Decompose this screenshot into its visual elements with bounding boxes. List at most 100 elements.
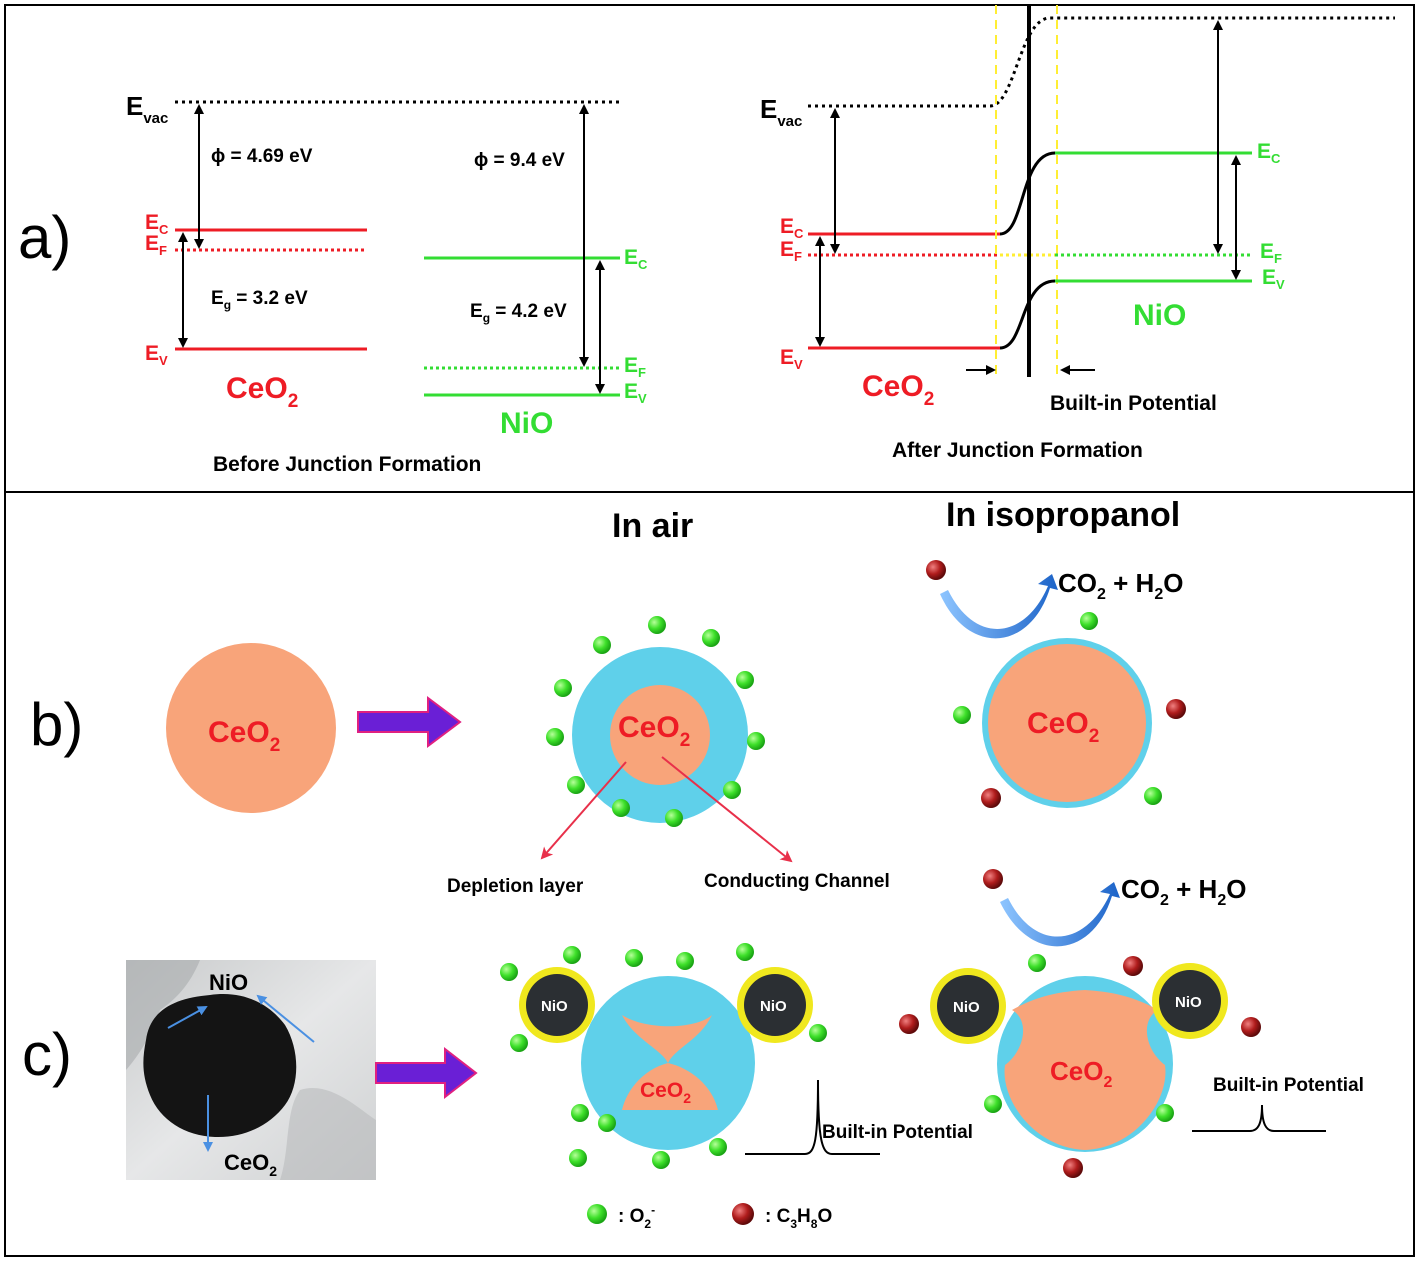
after-nio-ef-label: EF (1260, 240, 1282, 266)
o2-ion (809, 1024, 827, 1042)
c3h8o-molecule (1166, 699, 1186, 719)
o2-ion (567, 776, 585, 794)
nio-core-iso-left (937, 975, 999, 1037)
depletion-label: Depletion layer (447, 876, 584, 897)
o2-ion (625, 949, 643, 967)
air-composite: CeO2 NiO NiO Built-in Potential (500, 943, 973, 1169)
reaction-curve-b-icon (940, 574, 1058, 639)
legend-o2-swatch (587, 1204, 607, 1224)
tem-particle (143, 994, 297, 1138)
arrow-c-icon (375, 1046, 478, 1100)
o2-ion (1028, 954, 1046, 972)
legend: : O2- : C3H8O (587, 1203, 832, 1231)
o2-ion (747, 732, 765, 750)
after-ec-bend (999, 151, 1056, 236)
after-built-in-label: Built-in Potential (1050, 392, 1217, 415)
nio-iso-right-label: NiO (1175, 994, 1202, 1011)
bare-ceo2-label: CeO2 (208, 716, 280, 756)
built-in-label-2: Built-in Potential (1213, 1075, 1364, 1096)
tem-nio-label: NiO (209, 970, 248, 995)
in-air-title: In air (612, 507, 693, 545)
after-evac-line (808, 16, 1395, 108)
o2-ion (665, 809, 683, 827)
o2-ion (736, 671, 754, 689)
o2-ion (953, 706, 971, 724)
nio-core-right (744, 974, 806, 1036)
iso-composite: CeO2 NiO NiO CO2 + H2O Built-in Potentia… (899, 869, 1364, 1178)
panel-a-frame (4, 4, 1415, 493)
panel-bc-frame (4, 491, 1415, 1257)
o2-ion (593, 636, 611, 654)
air-ceo2-core (610, 685, 710, 785)
nio-core-left (526, 974, 588, 1036)
o2-ion (563, 946, 581, 964)
o2-ion (571, 1104, 589, 1122)
o2-ion (554, 679, 572, 697)
c3h8o-molecule (983, 869, 1003, 889)
o2-ion (1156, 1104, 1174, 1122)
before-ceo2-ef-label: EF (145, 232, 167, 258)
before-caption: Before Junction Formation (213, 453, 481, 476)
legend-o2-label: : O2- (618, 1203, 655, 1231)
o2-ion (612, 799, 630, 817)
bare-ceo2-particle (166, 643, 336, 813)
after-ceo2-ef-label: EF (780, 238, 802, 264)
air-ceo2-label: CeO2 (618, 711, 690, 751)
before-junction-diagram: Evac EC EF EV ϕ = 4.69 eV Eg = 3.2 eV Ce… (126, 91, 648, 476)
after-nio-ec-label: EC (1257, 140, 1281, 166)
conducting-pointer (661, 756, 793, 863)
after-ev-bend (999, 279, 1056, 350)
in-isopropanol-title: In isopropanol (946, 496, 1180, 534)
nio-left-label: NiO (541, 998, 568, 1015)
c3h8o-molecule (926, 560, 946, 580)
after-ceo2-ev-label: EV (780, 346, 803, 372)
o2-ion (569, 1149, 587, 1167)
after-ceo2-name: CeO2 (862, 370, 934, 410)
o2-ion (500, 963, 518, 981)
iso-composite-core (1004, 990, 1166, 1150)
o2-ion (1144, 787, 1162, 805)
c3h8o-molecule (1123, 956, 1143, 976)
tem-image: NiO CeO2 (126, 960, 376, 1180)
o2-ion (736, 943, 754, 961)
o2-ion (709, 1138, 727, 1156)
before-evac-label: Evac (126, 91, 168, 127)
c3h8o-molecule (981, 788, 1001, 808)
conducting-label: Conducting Channel (704, 871, 890, 892)
c3h8o-molecule (899, 1014, 919, 1034)
built-in-potential-curve-1 (745, 1079, 880, 1155)
panel-a-label: a) (18, 204, 71, 271)
after-ceo2-ec-label: EC (780, 215, 804, 241)
before-ceo2-ev-label: EV (145, 342, 168, 368)
panel-b-label: b) (30, 691, 83, 758)
iso-ceo2-label: CeO2 (1027, 707, 1099, 747)
nio-core-iso-right (1159, 970, 1221, 1032)
nio-right-label: NiO (760, 998, 787, 1015)
before-nio-name: NiO (500, 407, 553, 440)
o2-ion (676, 952, 694, 970)
built-in-potential-curve-2 (1192, 1104, 1326, 1132)
c3h8o-molecule (1063, 1158, 1083, 1178)
tem-ceo2-label: CeO2 (224, 1150, 277, 1179)
air-composite-ceo2-label: CeO2 (640, 1079, 691, 1106)
o2-ion (648, 616, 666, 634)
built-in-label-1: Built-in Potential (822, 1122, 973, 1143)
before-nio-ev-label: EV (624, 380, 647, 406)
after-evac-label: Evac (760, 94, 802, 130)
nio-iso-left-label: NiO (953, 999, 980, 1016)
before-nio-ef-label: EF (624, 354, 646, 380)
o2-ion (598, 1114, 616, 1132)
c3h8o-molecule (1241, 1017, 1261, 1037)
o2-ion (652, 1151, 670, 1169)
arrow-b-icon (357, 696, 462, 748)
o2-ion (702, 629, 720, 647)
depletion-pointer (540, 761, 627, 860)
air-composite-core (622, 1015, 718, 1110)
panel-c-label: c) (22, 1021, 72, 1088)
before-phi-ceo2: ϕ = 4.69 eV (211, 146, 313, 167)
o2-ion (510, 1034, 528, 1052)
reaction-b-label: CO2 + H2O (1058, 568, 1183, 603)
after-junction-diagram: Evac EC EF EV EC EF EV NiO CeO2 Built-in… (760, 5, 1395, 462)
o2-ion (546, 728, 564, 746)
